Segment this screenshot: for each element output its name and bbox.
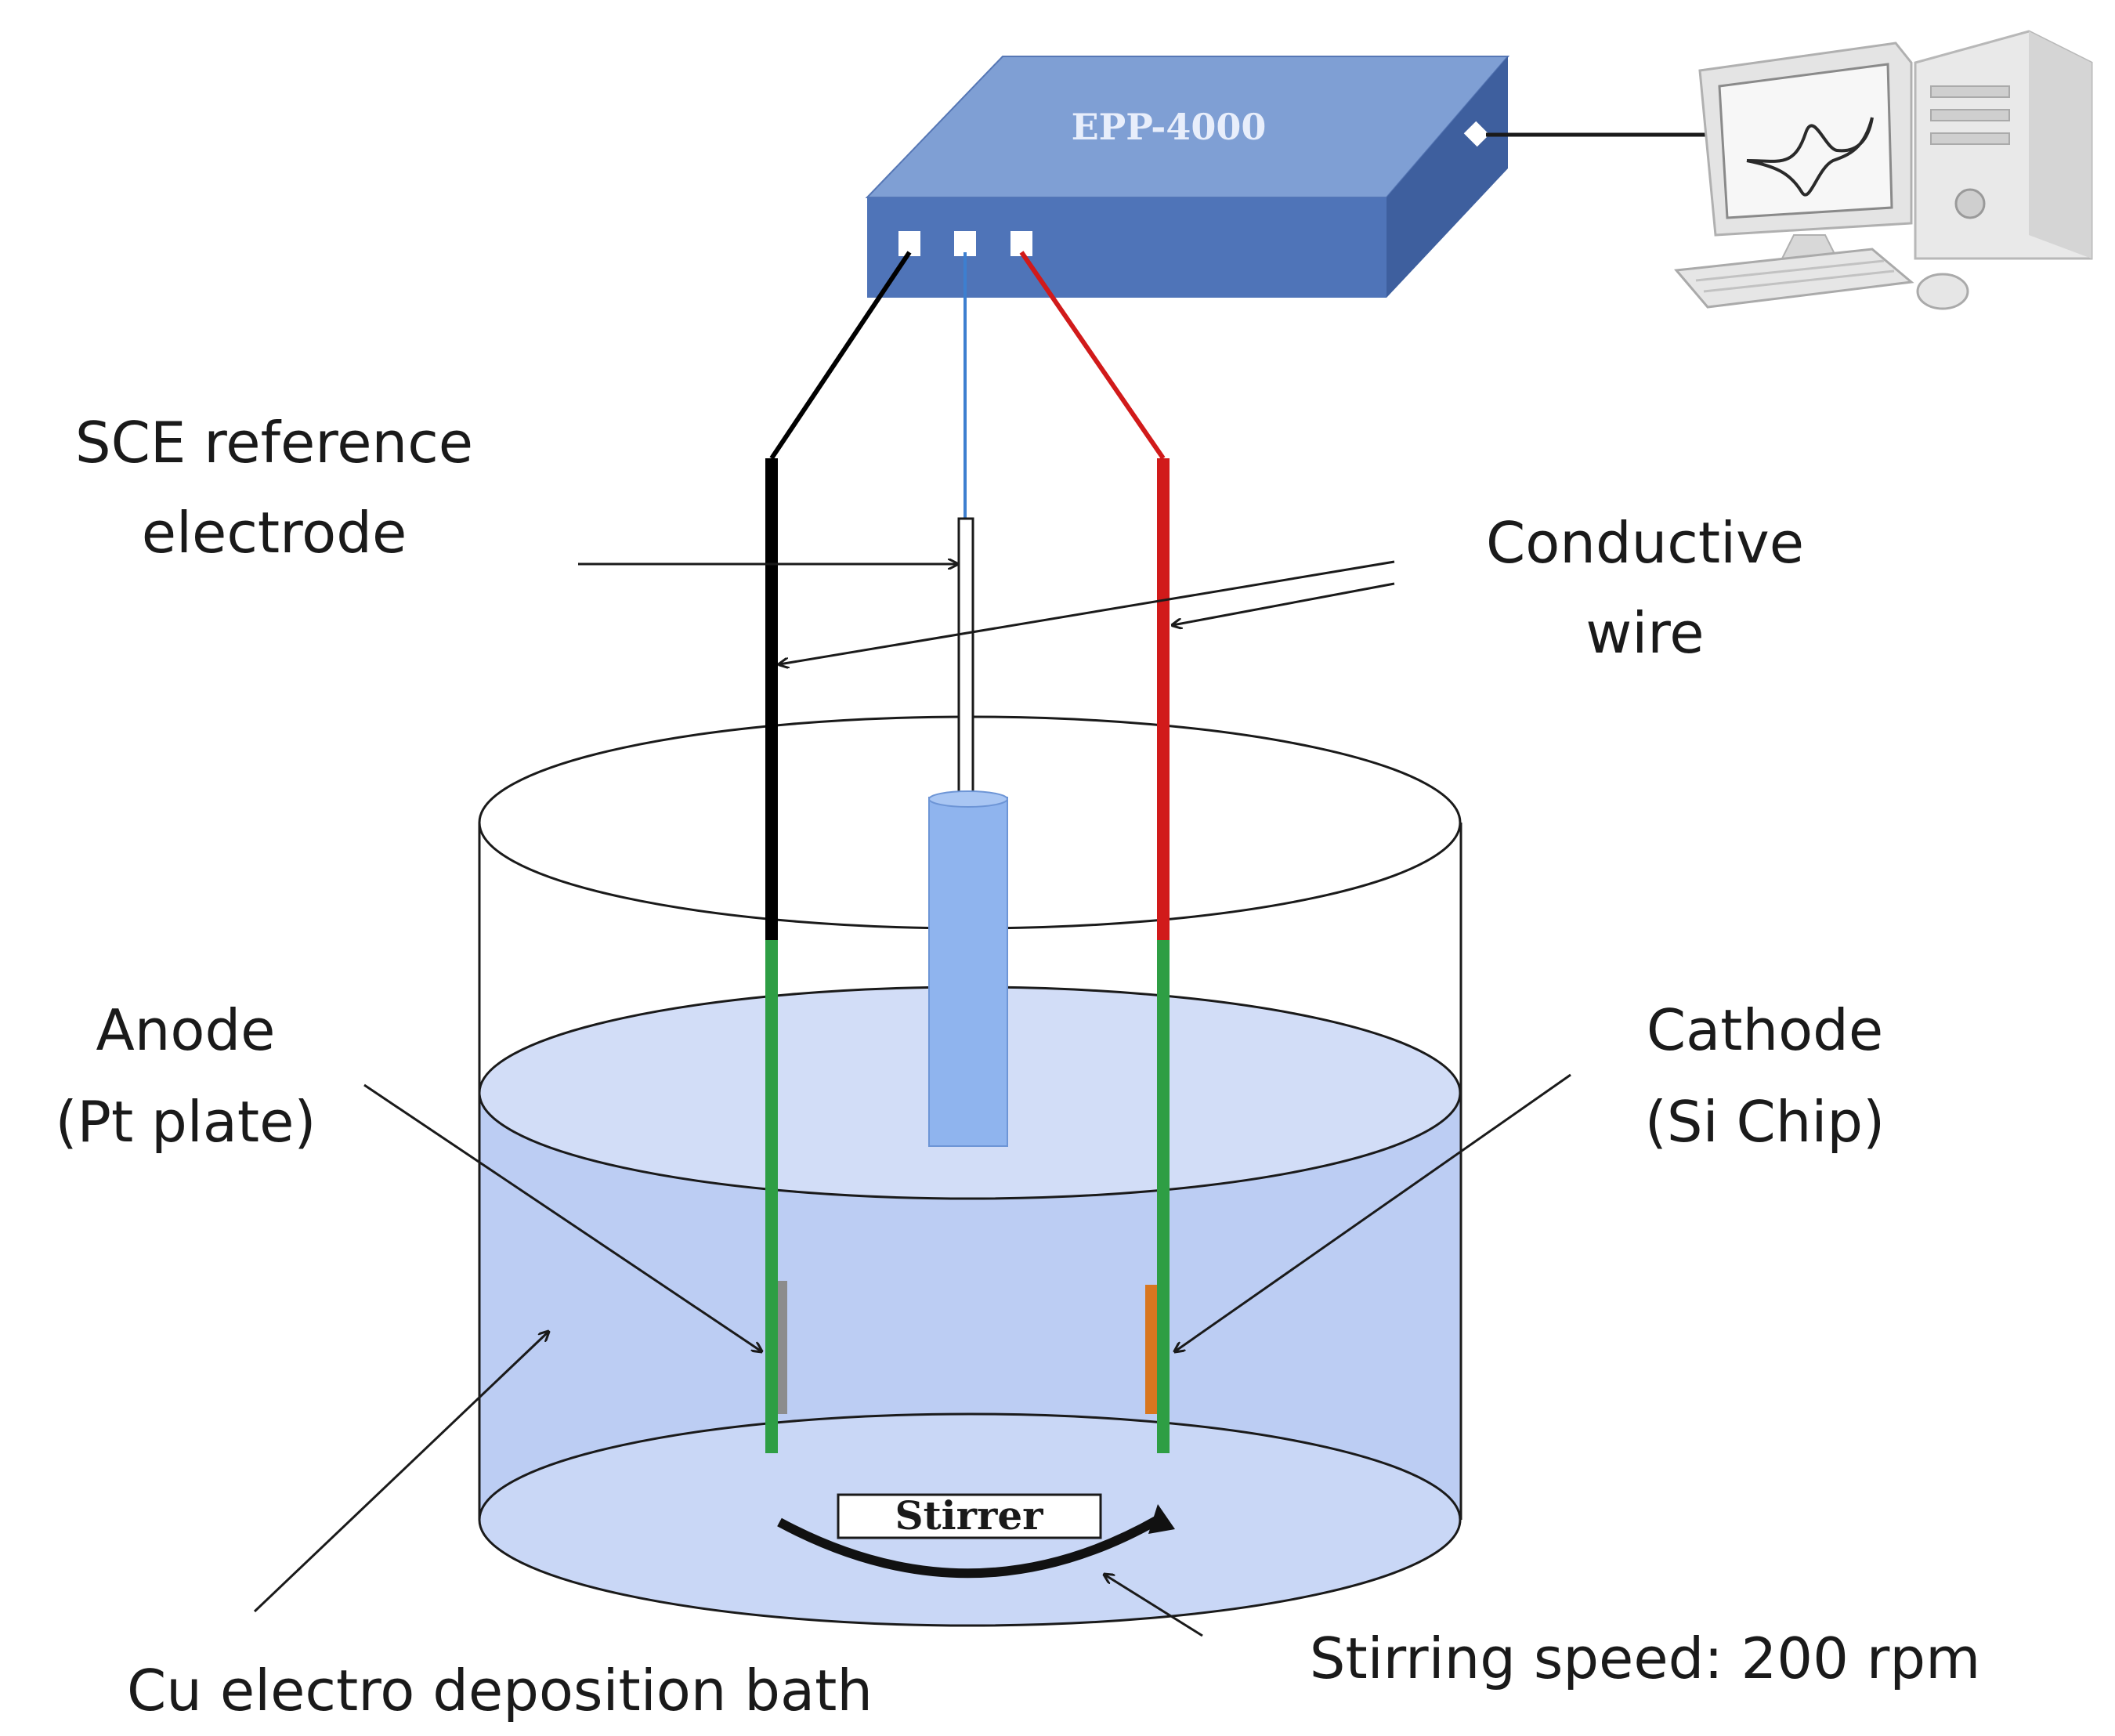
cathode-label-line1: Cathode [1647, 997, 1883, 1063]
sce-inner-rod [957, 517, 974, 810]
speed-label: Stirring speed: 200 rpm [1310, 1626, 1981, 1691]
stirrer-label: Stirrer [895, 1492, 1043, 1539]
device-label: EPP-4000 [1072, 106, 1267, 148]
pt-plate [778, 1281, 787, 1414]
wire-callout-arrow-red [1173, 582, 1395, 625]
anode-lead-wire [769, 251, 912, 460]
anode-callout-arrow [363, 1083, 761, 1351]
usb-port [1463, 121, 1490, 147]
electrodeposition-beaker [478, 715, 1462, 1627]
bath-callout-arrow [253, 1332, 548, 1613]
anode-label-line1: Anode [96, 997, 276, 1063]
cathode-lead-wire [1019, 251, 1166, 460]
desktop-computer-icon [1674, 30, 2093, 310]
wire-label-line1: Conductive [1486, 510, 1804, 576]
stirrer: Stirrer [777, 1492, 1175, 1579]
sce-reference-electrode-tube [928, 797, 1008, 1147]
potentiostat-device: EPP-4000 [865, 56, 1510, 298]
cathode-port [1010, 231, 1032, 256]
anode-port [898, 231, 920, 256]
cathode-callout-arrow [1175, 1073, 1571, 1351]
device-side-face [1386, 56, 1508, 298]
anode-label-line2: (Pt plate) [55, 1089, 316, 1155]
si-chip [1145, 1285, 1157, 1414]
anode-submerged-wire [765, 940, 778, 1453]
anode-conductive-wire [765, 458, 778, 940]
cathode-conductive-wire [1157, 458, 1170, 940]
wire-callout-arrow-black [779, 560, 1395, 664]
device-front-face [867, 197, 1386, 298]
wire-label-line2: wire [1585, 600, 1704, 666]
bath-label: Cu electro deposition bath [127, 1658, 873, 1723]
stirring-direction-arrow [777, 1515, 1160, 1579]
cyclic-voltammogram-icon [1746, 117, 1874, 197]
cathode-label-line2: (Si Chip) [1645, 1089, 1885, 1155]
reference-port [954, 231, 976, 256]
stirrer-bar [837, 1493, 1102, 1539]
sce-label-line2: electrode [142, 500, 407, 566]
sce-label-line1: SCE reference [75, 410, 473, 476]
cathode-submerged-wire [1157, 940, 1170, 1453]
speed-callout-arrow [1104, 1575, 1203, 1637]
